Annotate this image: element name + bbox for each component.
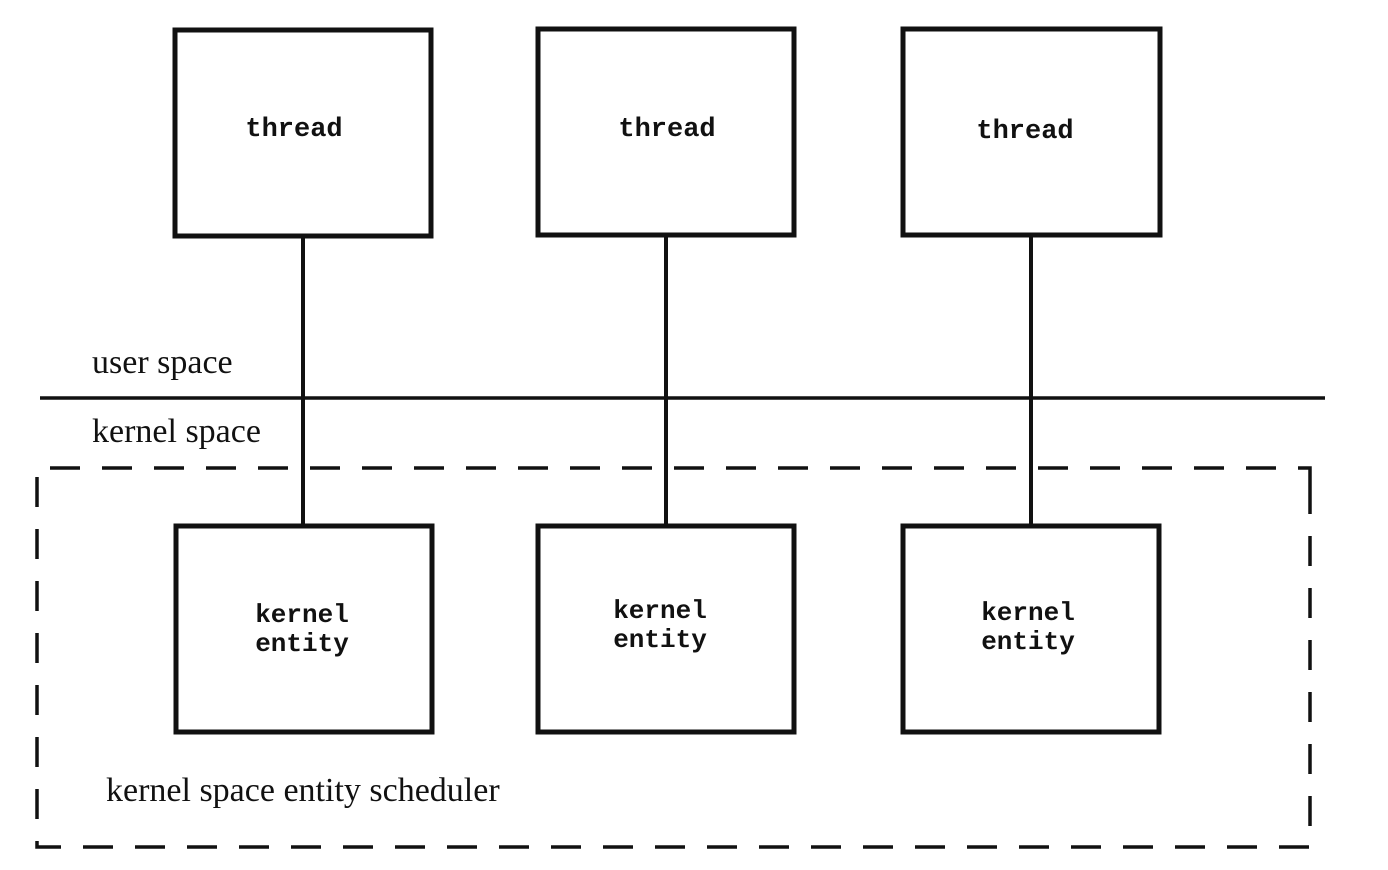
kernel-entity-label-line2: entity [255,629,349,659]
thread-box-1: thread [172,27,434,239]
kernel-entity-label-line2: entity [981,627,1075,657]
kernel-entity-box-3: kernel entity [900,523,1162,735]
kernel-entity-box-1: kernel entity [173,523,435,735]
kernel-space-label: kernel space [92,413,261,450]
thread-label: thread [245,115,342,145]
thread-box-3: thread [900,26,1163,238]
kernel-entity-box-2: kernel entity [535,523,797,735]
scheduler-label: kernel space entity scheduler [106,772,500,809]
thread-box-2: thread [535,26,797,238]
kernel-entity-label-line2: entity [613,625,707,655]
thread-label: thread [618,115,715,145]
scheduler-boundary [35,466,1312,849]
thread-label: thread [976,117,1073,147]
user-space-label: user space [92,344,233,381]
kernel-entity-label-line1: kernel [255,600,349,630]
kernel-entity-label-line1: kernel [613,596,707,626]
kernel-entity-label-line1: kernel [981,598,1075,628]
